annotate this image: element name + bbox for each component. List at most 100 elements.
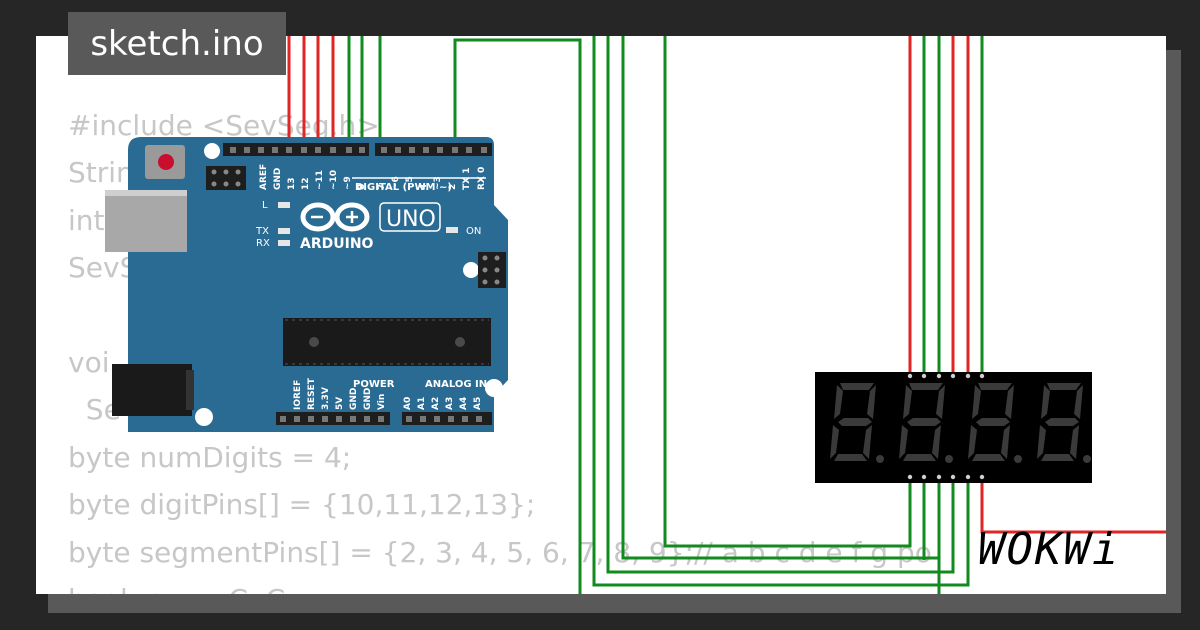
bottom-pin-label: RESET <box>307 377 317 410</box>
segment <box>840 383 874 390</box>
segment <box>936 385 945 419</box>
code-line: byte numDigits = 4; <box>68 440 352 474</box>
led-on <box>446 227 458 233</box>
segment <box>830 425 839 459</box>
top-pin-label: ~10 <box>329 170 339 190</box>
segment <box>909 383 943 390</box>
segment <box>1070 425 1079 459</box>
segment <box>867 385 876 419</box>
segment <box>968 425 977 459</box>
display-pin[interactable] <box>907 474 913 480</box>
segment <box>907 418 941 426</box>
segment <box>1047 383 1081 390</box>
code-line: voi <box>68 345 110 379</box>
display-pin[interactable] <box>950 373 956 379</box>
segment <box>1041 385 1050 419</box>
display-pin[interactable] <box>921 474 927 480</box>
led-on-label: ON <box>466 226 481 237</box>
wires-green <box>347 36 984 594</box>
led-rx-label: RX <box>256 238 270 249</box>
seven-segment-display[interactable] <box>815 372 1092 483</box>
bottom-pin-label: 5V <box>335 397 345 410</box>
bottom-pin-label: A4 <box>459 397 469 410</box>
top-pin-label: 2 <box>448 184 458 190</box>
top-pin-label: 7 <box>377 184 387 190</box>
bottom-pin-label: IOREF <box>293 380 303 410</box>
wokwi-logo: WOKWi <box>978 524 1121 575</box>
display-pin[interactable] <box>921 373 927 379</box>
bottom-pin-label: A2 <box>431 397 441 410</box>
bottom-pin-label: Vin <box>377 394 387 410</box>
segment <box>978 383 1012 390</box>
brand-label: ARDUINO <box>300 236 374 252</box>
segment <box>1074 385 1083 419</box>
top-pin-label: 12 <box>301 177 311 190</box>
segment <box>1045 418 1079 426</box>
top-pin-label: ~6 <box>391 176 401 190</box>
display-digit <box>899 383 953 463</box>
segment <box>903 454 936 461</box>
top-pin-label: ~11 <box>315 170 325 190</box>
decimal-point <box>1083 455 1091 463</box>
bottom-pin-label: A5 <box>473 397 483 410</box>
bottom-pin-label: 3.3V <box>321 387 331 410</box>
segment <box>899 425 908 459</box>
top-pin-label: ~3 <box>433 176 443 190</box>
display-digit <box>830 383 884 463</box>
display-pin[interactable] <box>965 474 971 480</box>
segment <box>1001 425 1010 459</box>
led-l <box>278 202 290 208</box>
led-rx <box>278 240 290 246</box>
top-header-right <box>375 143 492 156</box>
display-pin[interactable] <box>979 373 985 379</box>
segment <box>976 418 1010 426</box>
top-pin-label: 13 <box>287 177 297 190</box>
mounting-hole <box>485 379 503 397</box>
reset-button[interactable] <box>158 154 174 170</box>
analog-label: ANALOG IN <box>425 379 487 390</box>
wire[interactable] <box>453 38 582 594</box>
display-pin[interactable] <box>979 474 985 480</box>
decimal-point <box>876 455 884 463</box>
top-pin-label: 8 <box>357 184 367 190</box>
display-pin[interactable] <box>936 474 942 480</box>
wire[interactable] <box>980 476 1166 534</box>
segment <box>1037 425 1046 459</box>
code-line: byte segmentPins[] = {2, 3, 4, 5, 6, 7, … <box>68 535 932 569</box>
bottom-pin-label: GND <box>349 388 359 410</box>
decimal-point <box>945 455 953 463</box>
segment <box>1041 454 1074 461</box>
code-line: byte digitPins[] = {10,11,12,13}; <box>68 488 536 522</box>
icsp-header-right <box>478 252 506 288</box>
wire[interactable] <box>663 36 912 548</box>
segment <box>903 385 912 419</box>
code-line: SevS <box>68 251 138 285</box>
wire[interactable] <box>592 36 970 587</box>
segment <box>838 418 872 426</box>
file-tab[interactable]: sketch.ino <box>68 12 286 75</box>
bottom-pin-label: A3 <box>445 397 455 410</box>
bottom-pin-label: GND <box>363 388 373 410</box>
mounting-hole <box>204 143 220 159</box>
display-pin[interactable] <box>950 474 956 480</box>
model-label: UNO <box>386 207 436 232</box>
wires-red <box>287 36 1166 534</box>
segment <box>863 425 872 459</box>
display-pin[interactable] <box>936 373 942 379</box>
display-pin[interactable] <box>965 373 971 379</box>
bottom-pin-label: A1 <box>417 397 427 410</box>
top-pin-label: ~5 <box>405 176 415 190</box>
top-pin-label: TX 1 <box>462 168 472 190</box>
segment <box>972 385 981 419</box>
bottom-header-left <box>276 412 390 425</box>
segment <box>972 454 1005 461</box>
digital-label: DIGITAL (PWM ~) <box>355 182 452 193</box>
display-pin[interactable] <box>907 373 913 379</box>
segment <box>932 425 941 459</box>
power-jack <box>112 364 192 416</box>
wire[interactable] <box>606 36 955 574</box>
display-digit <box>968 383 1022 463</box>
segment <box>834 454 867 461</box>
